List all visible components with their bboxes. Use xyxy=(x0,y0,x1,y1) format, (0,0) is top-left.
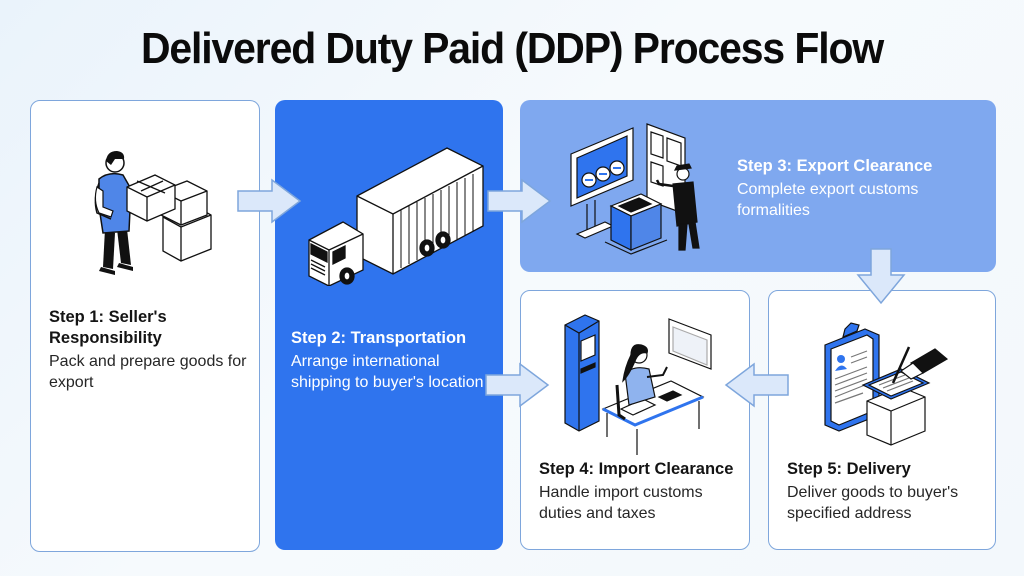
step-4-description: Handle import customs duties and taxes xyxy=(539,484,703,522)
step-2-card: Step 2: Transportation Arrange internati… xyxy=(275,100,503,550)
container-truck-icon xyxy=(308,147,484,286)
step-2-title: Step 2: Transportation xyxy=(291,329,467,347)
customs-desk-clerk-icon xyxy=(564,314,712,455)
step-1-title-line1: Step 1: Seller's xyxy=(49,308,167,326)
step-3-description: Complete export customs formalities xyxy=(737,181,919,219)
step-5-title: Step 5: Delivery xyxy=(787,460,911,478)
customs-kiosk-officer-icon xyxy=(570,123,700,255)
step-5-description: Deliver goods to buyer's specified addre… xyxy=(787,484,959,522)
step-1-title: Step 1: Seller's Responsibility xyxy=(49,307,249,349)
step-4-card: Step 4: Import Clearance Handle import c… xyxy=(520,290,750,550)
step-3-title: Step 3: Export Clearance xyxy=(737,157,933,175)
step-2-description: Arrange international shipping to buyer'… xyxy=(291,353,484,391)
arrow-step1-to-step2 xyxy=(237,178,302,224)
arrow-step2-to-step4 xyxy=(485,362,550,408)
arrow-step5-to-step4 xyxy=(724,362,789,408)
arrow-step3-to-step5 xyxy=(856,248,906,305)
step-1-description: Pack and prepare goods for export xyxy=(49,353,247,391)
step-4-title: Step 4: Import Clearance xyxy=(539,460,734,478)
clipboard-signature-box-icon xyxy=(824,322,949,446)
step-1-title-line2: Responsibility xyxy=(49,329,162,347)
step-3-card: Step 3: Export Clearance Complete export… xyxy=(520,100,996,272)
page-title: Delivered Duty Paid (DDP) Process Flow xyxy=(140,24,884,73)
worker-with-boxes-icon xyxy=(94,151,212,275)
step-1-card: Step 1: Seller's Responsibility Pack and… xyxy=(30,100,260,552)
step-5-card: Step 5: Delivery Deliver goods to buyer'… xyxy=(768,290,996,550)
arrow-step2-to-step3 xyxy=(487,178,552,224)
